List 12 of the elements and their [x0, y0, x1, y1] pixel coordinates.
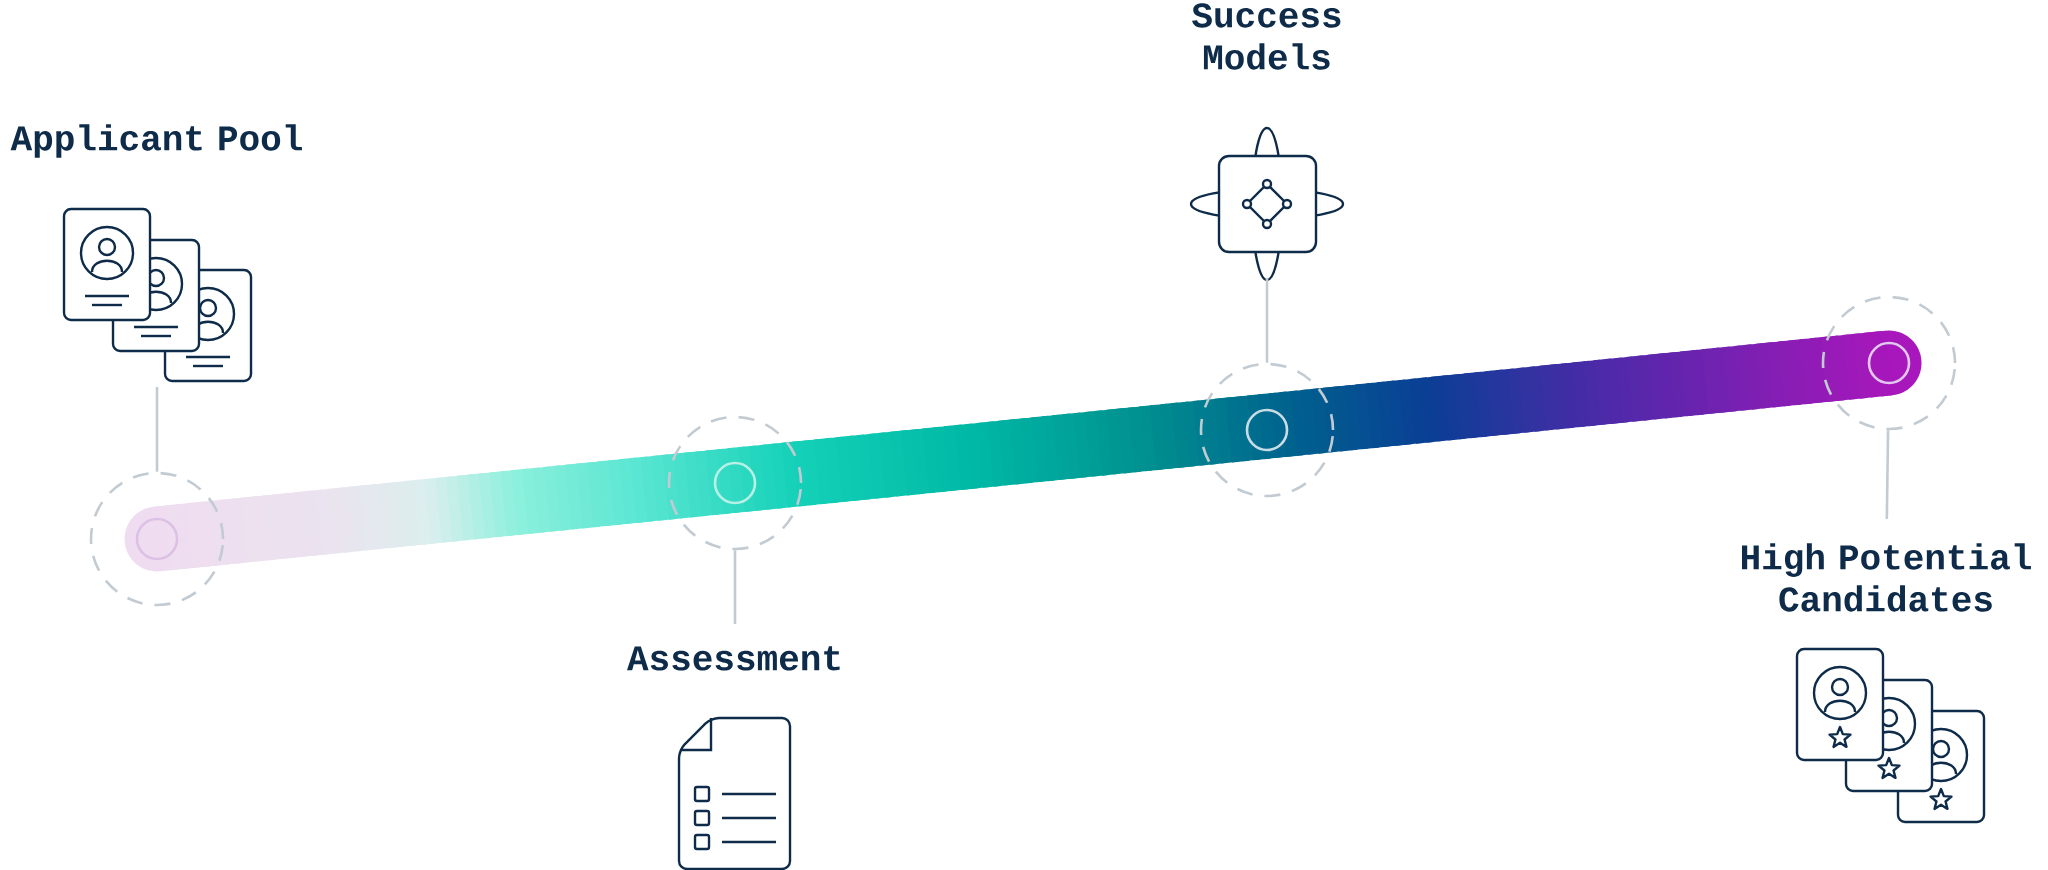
- dashed-circle-marker: [89, 471, 225, 607]
- leader-line: [1885, 430, 1890, 519]
- leader-line: [155, 386, 159, 472]
- stage-label: Success Models: [1192, 3, 1341, 70]
- stage-label: Assessment: [627, 646, 840, 671]
- leader-line: [1265, 277, 1269, 363]
- dashed-circle-marker: [667, 415, 803, 551]
- stage-label: Applicant Pool: [10, 124, 302, 158]
- leader-line: [733, 550, 737, 624]
- stage-label: High Potential Candidates: [1742, 543, 2031, 612]
- dashed-circle-marker: [1821, 295, 1957, 431]
- dashed-circle-marker: [1199, 362, 1335, 498]
